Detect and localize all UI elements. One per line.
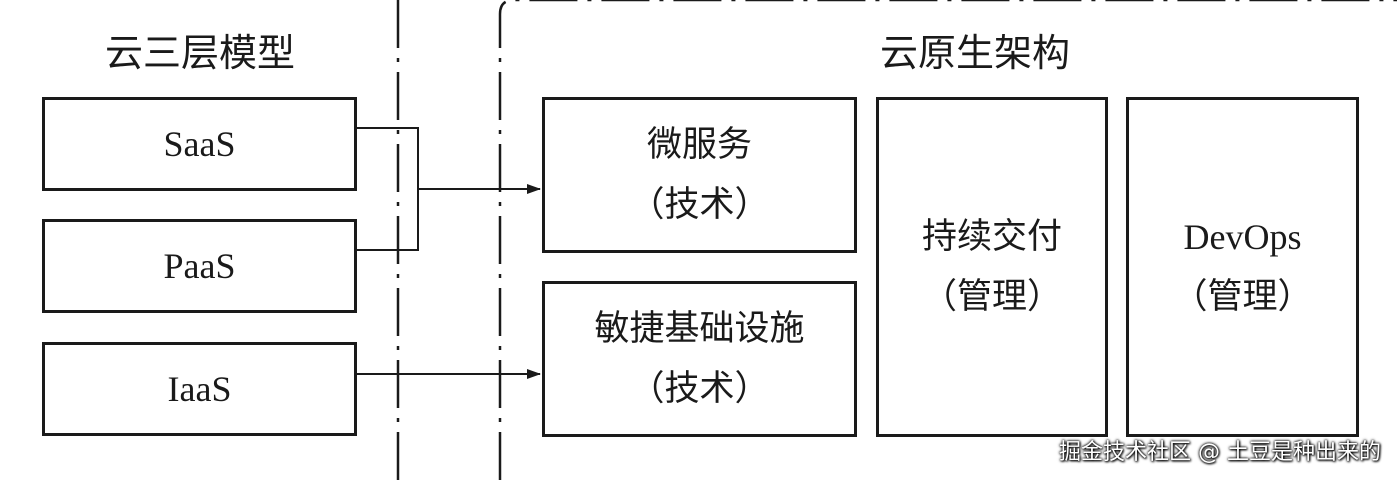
microservices-category: （技术） — [629, 185, 770, 225]
saas-box: SaaS — [42, 97, 357, 191]
right-panel-border — [498, 0, 1397, 480]
watermark-text: 掘金技术社区 @ 土豆是种出来的 — [1059, 440, 1381, 465]
agile-infra-box: 敏捷基础设施 （技术） — [542, 281, 857, 437]
agile-infra-label: 敏捷基础设施 — [594, 309, 805, 349]
left-panel-title: 云三层模型 — [105, 31, 296, 75]
agile-infra-category: （技术） — [629, 369, 770, 409]
iaas-label: IaaS — [167, 369, 232, 409]
continuous-delivery-label: 持续交付 — [921, 217, 1062, 257]
continuous-delivery-box: 持续交付 （管理） — [876, 97, 1108, 437]
paas-box: PaaS — [42, 219, 357, 313]
devops-label: DevOps — [1183, 217, 1302, 257]
microservices-label: 微服务 — [646, 125, 752, 165]
continuous-delivery-category: （管理） — [921, 277, 1062, 317]
devops-box: DevOps （管理） — [1126, 97, 1359, 437]
paas-label: PaaS — [163, 246, 236, 286]
saas-paas-bracket — [357, 127, 419, 251]
microservices-box: 微服务 （技术） — [542, 97, 857, 253]
saas-label: SaaS — [163, 124, 236, 164]
iaas-box: IaaS — [42, 342, 357, 436]
devops-category: （管理） — [1172, 277, 1313, 317]
right-panel-title: 云原生架构 — [880, 31, 1071, 75]
